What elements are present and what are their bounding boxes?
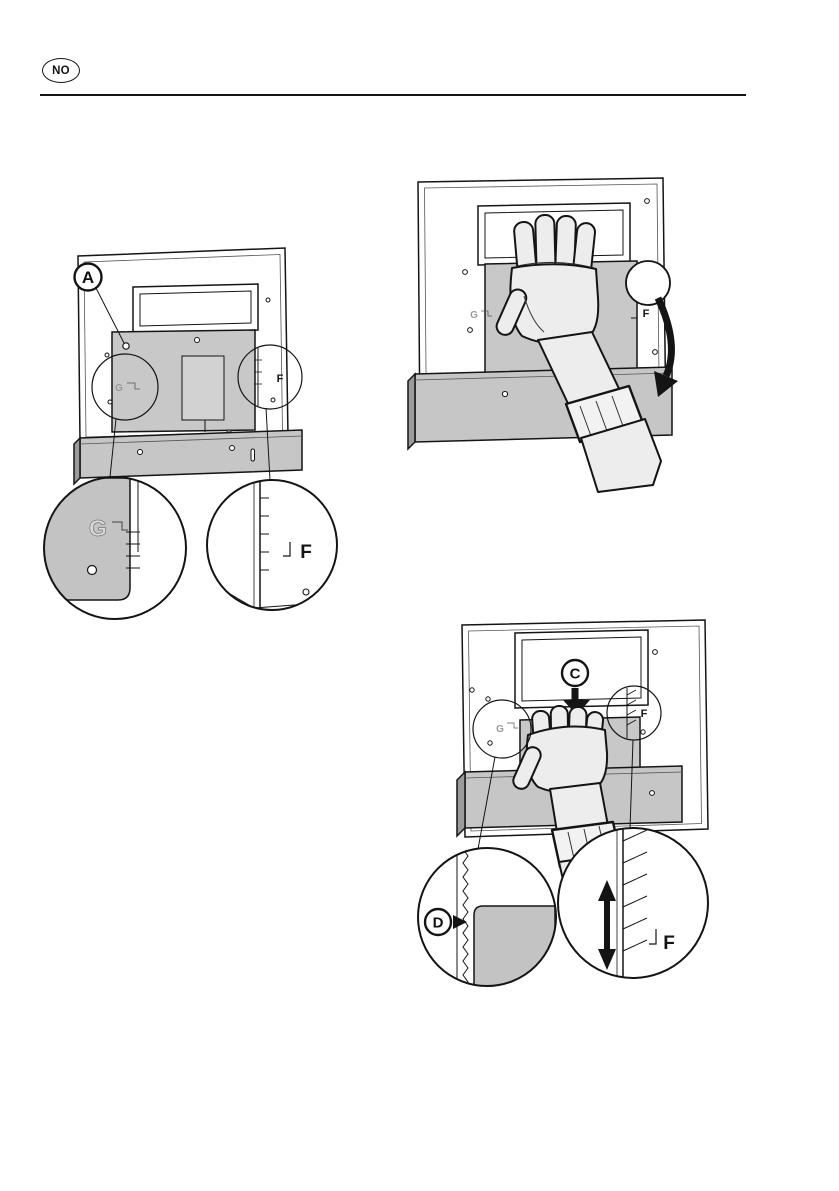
callout-c-label: C	[570, 666, 581, 683]
fig3-leader-d	[477, 756, 496, 850]
fig1-zoom-circle-f: F	[206, 479, 338, 611]
callout-d-label: D	[433, 915, 444, 932]
fig1-detail-g-label: G	[115, 383, 123, 394]
fig2-detail-g-label: G	[470, 310, 478, 321]
fig1-frame-opening	[132, 283, 259, 334]
fig1-zoom-f-label: F	[300, 542, 312, 563]
figure-hand-insert-door: G F	[407, 177, 678, 493]
fig1-zoom-circle-g: G	[43, 476, 187, 620]
fig3-detail-circle-g: G	[472, 699, 532, 759]
fig3-zoom-circle-f: F	[557, 827, 709, 979]
fig3-detail-g-label: G	[496, 724, 504, 735]
fig1-leader-f	[265, 407, 271, 481]
fig1-zoom-g-label: G	[89, 515, 107, 541]
fig2-detail-g: G	[470, 310, 492, 321]
fig1-door-panel	[111, 329, 256, 447]
fig2-detail-f-label: F	[643, 308, 650, 320]
fig3-d-arrowhead	[453, 915, 467, 929]
fig1-plinth-box	[73, 429, 303, 486]
fig2-hand-illustration	[495, 213, 662, 493]
fig1-callout-a: A	[73, 262, 130, 350]
fig2-rotation-arrowhead	[654, 371, 678, 397]
fig3-zoom-circle-d: D	[417, 847, 557, 987]
fig3-detail-f-label: F	[641, 708, 648, 720]
language-badge: NO	[42, 58, 80, 83]
figure-panel-overview: A G F G	[43, 247, 338, 620]
fig1-detail-circle-f: F	[237, 344, 303, 410]
fig2-detail-f: F	[631, 304, 658, 355]
fig3-leader-f	[629, 739, 634, 830]
fig3-zoom-f-label: F	[663, 933, 675, 954]
callout-a-label: A	[82, 268, 94, 287]
fig2-rotation-indicator	[625, 260, 678, 397]
header-rule	[40, 94, 746, 96]
fig2-rotation-arrow	[654, 296, 676, 378]
fig3-detail-circle-f: F	[606, 685, 662, 741]
fig3-c-arrow-shaft	[571, 688, 579, 701]
language-badge-text: NO	[52, 64, 70, 77]
fig1-detail-circle-g: G	[91, 353, 159, 421]
fig1-leader-g	[109, 418, 117, 478]
fig2-rotation-circle	[625, 260, 671, 306]
fig3-callout-d: D	[423, 907, 467, 937]
figure-hand-lower-door: C G	[417, 619, 709, 987]
fig3-updown-arrow	[598, 880, 616, 970]
fig1-detail-f-label: F	[277, 373, 284, 385]
